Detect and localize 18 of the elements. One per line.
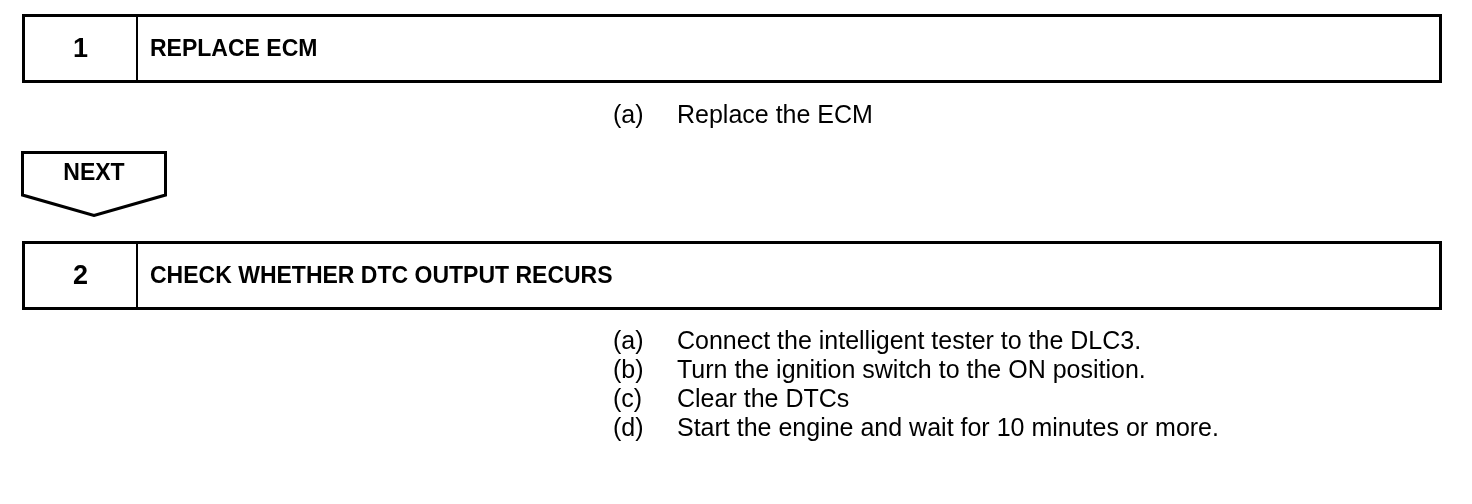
- step-number: 1: [73, 33, 88, 64]
- next-chevron: [21, 151, 167, 217]
- step-header-box: [22, 241, 1442, 310]
- sub-step-letter: (c): [613, 384, 643, 413]
- instruction-text: Turn the ignition switch to the ON position.: [677, 355, 1146, 384]
- instruction-text: Connect the intelligent tester to the DLC3.: [677, 326, 1142, 355]
- step-number: 2: [73, 260, 88, 291]
- sub-step-letter: (d): [613, 413, 644, 442]
- sub-step-letter: (b): [613, 355, 644, 384]
- instruction-text: Clear the DTCs: [677, 384, 850, 413]
- step-title: CHECK WHETHER DTC OUTPUT RECURS: [150, 262, 613, 289]
- sub-step-letter: (a): [613, 326, 644, 355]
- step-title: REPLACE ECM: [150, 35, 318, 62]
- next-label: NEXT: [62, 159, 126, 186]
- sub-step-letter: (a): [613, 100, 644, 129]
- instruction-text: Replace the ECM: [677, 100, 873, 129]
- instruction-text: Start the engine and wait for 10 minutes or more.: [677, 413, 1219, 442]
- step-header-box: [22, 14, 1442, 83]
